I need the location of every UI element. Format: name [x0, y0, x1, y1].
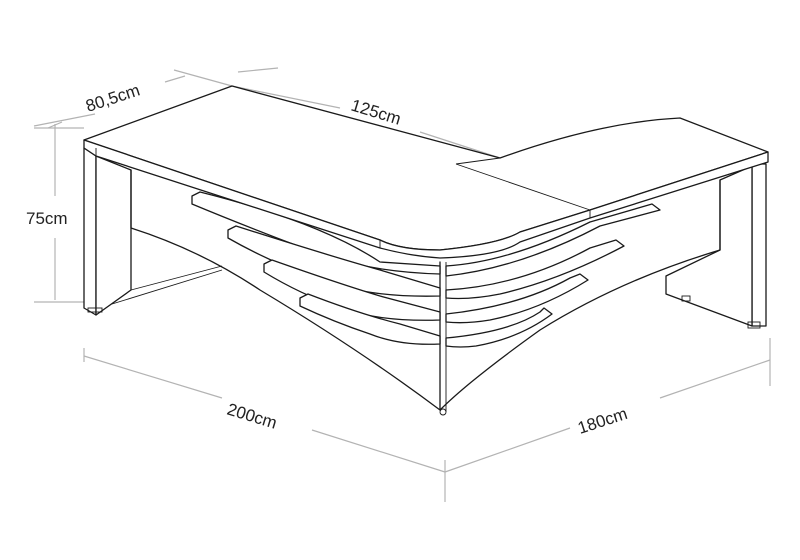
left-shelves	[191, 191, 441, 345]
desk-drawing	[83, 85, 769, 416]
depth-label: 80,5cm	[83, 81, 142, 116]
width-label: 200cm	[225, 400, 279, 433]
right-shelves	[445, 203, 661, 348]
left-leg-panel	[83, 147, 223, 316]
height-label: 75cm	[26, 209, 68, 228]
side-length-label: 180cm	[575, 404, 629, 438]
desktop	[83, 85, 769, 259]
dimension-lines	[33, 67, 771, 502]
